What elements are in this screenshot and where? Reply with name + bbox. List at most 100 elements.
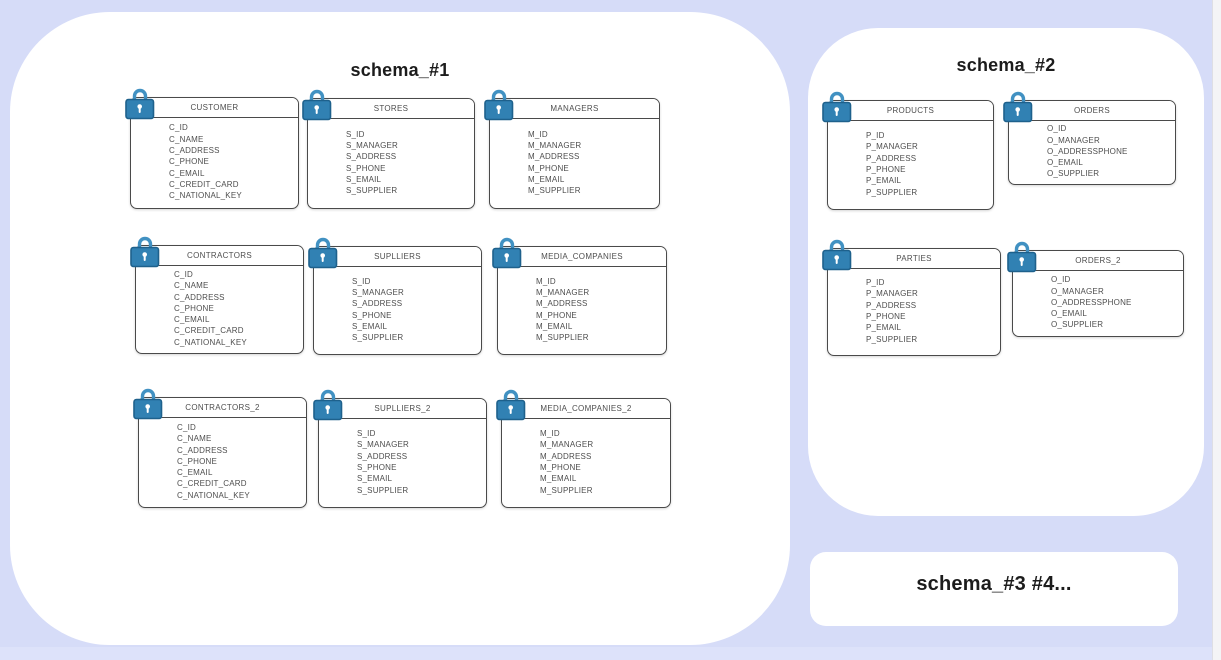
- field-m_address: M_ADDRESS: [536, 299, 588, 309]
- field-c_name: C_NAME: [177, 434, 212, 444]
- field-m_email: M_EMAIL: [536, 321, 573, 331]
- field-m_phone: M_PHONE: [536, 310, 577, 320]
- field-m_supplier: M_SUPPLIER: [540, 485, 593, 495]
- schema3-panel: schema_#3 #4...: [810, 552, 1178, 626]
- field-s_email: S_EMAIL: [346, 174, 382, 184]
- field-o_supplier: O_SUPPLIER: [1047, 169, 1100, 179]
- field-s_phone: S_PHONE: [346, 163, 386, 173]
- field-m_manager: M_MANAGER: [536, 287, 590, 297]
- field-o_email: O_EMAIL: [1047, 158, 1084, 168]
- field-s_id: S_ID: [352, 276, 371, 286]
- field-m_email: M_EMAIL: [528, 174, 565, 184]
- field-m_id: M_ID: [536, 276, 556, 286]
- schema2-title: schema_#2: [956, 54, 1056, 75]
- table-name: CONTRACTORS_2: [139, 398, 306, 418]
- field-s_id: S_ID: [346, 129, 365, 139]
- field-s_address: S_ADDRESS: [346, 152, 397, 162]
- field-c_phone: C_PHONE: [177, 456, 218, 466]
- field-s_phone: S_PHONE: [357, 463, 397, 472]
- field-c_national_key: C_NATIONAL_KEY: [174, 337, 247, 347]
- table-name: ORDERS_2: [1013, 251, 1183, 271]
- field-p_manager: P_MANAGER: [866, 142, 919, 152]
- field-c_phone: C_PHONE: [169, 157, 210, 167]
- field-m_id: M_ID: [540, 429, 560, 439]
- field-c_national_key: C_NATIONAL_KEY: [177, 490, 250, 500]
- field-o_email: O_EMAIL: [1051, 309, 1088, 319]
- field-p_id: P_ID: [866, 278, 885, 288]
- field-p_manager: P_MANAGER: [866, 289, 919, 299]
- table-name: SUPLLIERS: [314, 247, 481, 267]
- field-c_address: C_ADDRESS: [174, 292, 225, 302]
- field-c_address: C_ADDRESS: [169, 146, 220, 156]
- field-o_id: O_ID: [1047, 124, 1067, 134]
- field-s_manager: S_MANAGER: [346, 140, 399, 150]
- table-name: PARTIES: [828, 249, 1000, 269]
- schema3-title: schema_#3 #4...: [916, 572, 1072, 595]
- field-c_id: C_ID: [177, 422, 197, 432]
- field-m_id: M_ID: [528, 129, 548, 139]
- field-s_email: S_EMAIL: [352, 321, 388, 331]
- field-s_email: S_EMAIL: [357, 474, 393, 484]
- field-s_id: S_ID: [357, 429, 376, 439]
- field-o_supplier: O_SUPPLIER: [1051, 320, 1104, 330]
- field-s_supplier: S_SUPPLIER: [346, 186, 398, 196]
- field-p_address: P_ADDRESS: [866, 300, 917, 310]
- field-m_address: M_ADDRESS: [540, 451, 592, 461]
- field-m_phone: M_PHONE: [528, 163, 569, 173]
- field-o_manager: O_MANAGER: [1051, 286, 1104, 296]
- field-s_address: S_ADDRESS: [352, 299, 403, 309]
- field-p_supplier: P_SUPPLIER: [866, 334, 918, 344]
- field-o_addressphone: O_ADDRESSPHONE: [1047, 146, 1128, 156]
- table-name: MEDIA_COMPANIES_2: [502, 399, 670, 419]
- field-c_email: C_EMAIL: [169, 168, 205, 178]
- field-p_id: P_ID: [866, 131, 885, 141]
- field-p_email: P_EMAIL: [866, 323, 902, 333]
- table-name: ORDERS: [1009, 101, 1175, 121]
- field-s_supplier: S_SUPPLIER: [357, 485, 409, 495]
- field-c_national_key: C_NATIONAL_KEY: [169, 191, 242, 201]
- table-name: CONTRACTORS: [136, 246, 303, 266]
- table-name: SUPLLIERS_2: [319, 399, 486, 419]
- table-name: MEDIA_COMPANIES: [498, 247, 666, 267]
- window-right-strip: [1212, 0, 1221, 660]
- field-m_manager: M_MANAGER: [540, 440, 594, 450]
- field-c_phone: C_PHONE: [174, 303, 215, 313]
- field-m_supplier: M_SUPPLIER: [536, 333, 589, 343]
- field-p_address: P_ADDRESS: [866, 153, 917, 163]
- field-o_id: O_ID: [1051, 275, 1071, 285]
- field-c_id: C_ID: [174, 269, 194, 279]
- field-s_address: S_ADDRESS: [357, 451, 408, 461]
- field-o_addressphone: O_ADDRESSPHONE: [1051, 297, 1132, 307]
- field-o_manager: O_MANAGER: [1047, 135, 1100, 145]
- field-m_address: M_ADDRESS: [528, 152, 580, 162]
- field-c_email: C_EMAIL: [177, 468, 213, 478]
- table-name: STORES: [308, 99, 474, 119]
- field-c_name: C_NAME: [169, 134, 204, 144]
- window-bottom-strip: [0, 647, 1221, 660]
- table-name: MANAGERS: [490, 99, 659, 119]
- field-p_email: P_EMAIL: [866, 176, 902, 186]
- field-c_credit_card: C_CREDIT_CARD: [177, 479, 247, 489]
